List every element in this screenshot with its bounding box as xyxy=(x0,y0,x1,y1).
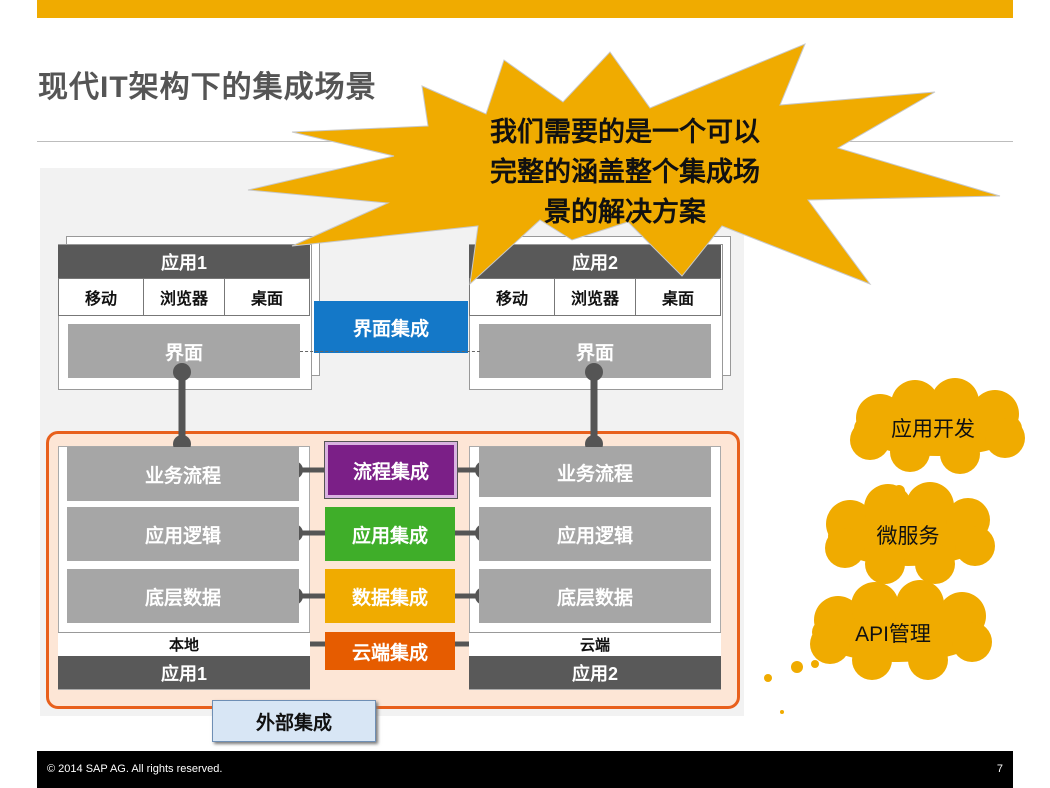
application-integration-box: 应用集成 xyxy=(325,507,455,561)
app-right-channel-browser: 浏览器 xyxy=(554,278,636,316)
app-left-business-process: 业务流程 xyxy=(67,447,299,501)
app-right-location: 云端 xyxy=(469,632,721,656)
slide-title: 现代IT架构下的集成场景 xyxy=(38,71,377,104)
ui-integration-dashed-link xyxy=(300,351,480,352)
app-left-channel-mobile: 移动 xyxy=(58,278,144,316)
page-number: 7 xyxy=(996,763,1003,775)
app-right-business-process: 业务流程 xyxy=(479,447,711,497)
app-left-underlying-data: 底层数据 xyxy=(67,569,299,623)
app-right-channel-desktop: 桌面 xyxy=(635,278,721,316)
left-ui-connector-dot xyxy=(173,363,191,381)
top-accent-bar xyxy=(37,0,1013,18)
cloud-label-app-dev: 应用开发 xyxy=(891,418,975,441)
callout-line-1: 我们需要的是一个可以 xyxy=(490,117,760,147)
app-right-underlying-data: 底层数据 xyxy=(479,569,711,623)
slide-footer: © 2014 SAP AG. All rights reserved. 7 xyxy=(37,751,1013,788)
right-ui-connector-dot xyxy=(585,363,603,381)
data-integration-box: 数据集成 xyxy=(325,569,455,623)
external-integration-box: 外部集成 xyxy=(212,700,376,742)
callout-line-3: 景的解决方案 xyxy=(544,197,706,227)
cloud-shape-microservice xyxy=(825,482,995,584)
cloud-integration-box: 云端集成 xyxy=(325,632,455,670)
app-left-location: 本地 xyxy=(58,632,310,656)
cloud-label-microservice: 微服务 xyxy=(876,525,940,548)
app-right-channel-mobile: 移动 xyxy=(469,278,555,316)
process-integration-box: 流程集成 xyxy=(324,441,458,499)
app-right-application-logic: 应用逻辑 xyxy=(479,507,711,561)
cloud-label-api-mgmt: API管理 xyxy=(855,623,931,646)
copyright-text: © 2014 SAP AG. All rights reserved. xyxy=(47,763,223,775)
app-left-channel-desktop: 桌面 xyxy=(224,278,310,316)
ui-integration-box: 界面集成 xyxy=(314,301,468,353)
cloud-shape-app-dev xyxy=(850,378,1025,474)
app-left-channel-browser: 浏览器 xyxy=(143,278,225,316)
app-left-header: 应用1 xyxy=(58,245,310,278)
app-left-footer: 应用1 xyxy=(58,656,310,689)
cloud-shape-api-mgmt xyxy=(810,580,992,680)
callout-line-2: 完整的涵盖整个集成场 xyxy=(490,157,760,187)
app-right-footer: 应用2 xyxy=(469,656,721,689)
callout-text: 我们需要的是一个可以 完整的涵盖整个集成场 景的解决方案 xyxy=(455,112,795,232)
app-left-application-logic: 应用逻辑 xyxy=(67,507,299,561)
